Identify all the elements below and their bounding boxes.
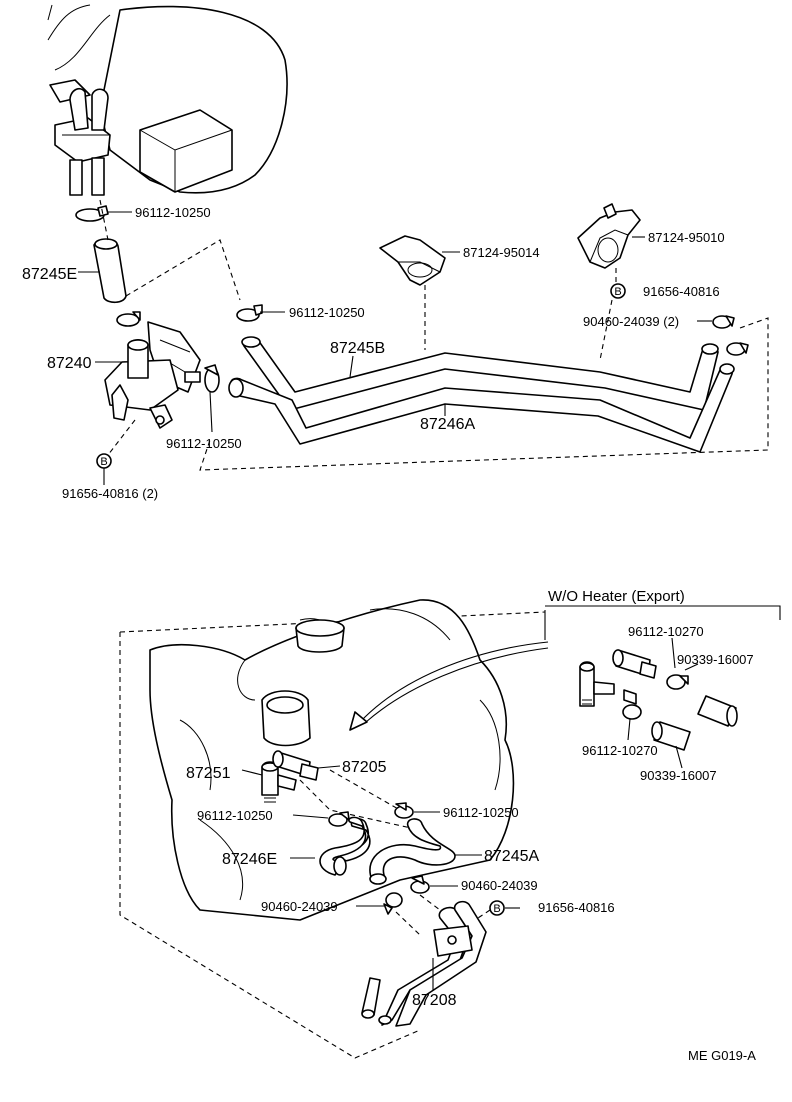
clamp-96112-10250-bottom-left [292, 811, 350, 827]
guide-dash-bolt-b-right [599, 299, 613, 361]
connector-87205 [272, 750, 341, 781]
clamp-96112-10250-mid [236, 304, 285, 322]
wo-heater-connector [612, 649, 657, 679]
hose-87245E [78, 238, 127, 304]
label-96112-10270-low: 96112-10270 [582, 743, 658, 758]
bolt-b-left: B [96, 453, 112, 485]
heater-valve-87240 [95, 321, 201, 429]
pipe-87246A [228, 363, 735, 453]
bracket-87124-95010 [577, 203, 645, 269]
svg-text:B: B [100, 456, 107, 468]
hose-90339-16007-top [684, 663, 738, 727]
engine-fragment-top [47, 4, 288, 196]
diagram-code: ME G019-A [688, 1048, 756, 1063]
clamp-90460-24039-pair [697, 315, 749, 356]
arrow-shaft [359, 641, 549, 723]
label-91656-40816-top: 91656-40816 [643, 284, 720, 299]
label-87205: 87205 [342, 759, 387, 776]
clamp-96112-10270-low [622, 689, 642, 741]
guide-dash-bolt-b-left [107, 419, 136, 456]
label-90339-16007-low: 90339-16007 [640, 768, 717, 783]
label-87246A: 87246A [420, 416, 475, 433]
label-87124-95010: 87124-95010 [648, 230, 725, 245]
label-96112-10250-low: 96112-10250 [166, 436, 242, 451]
label-87245E: 87245E [22, 266, 77, 283]
label-96112-10270-top: 96112-10270 [628, 624, 704, 639]
label-90339-16007-top: 90339-16007 [677, 652, 754, 667]
label-87245B: 87245B [330, 340, 385, 357]
clamp-96112-10250-top [75, 205, 132, 222]
bolt-b-bottom: B [489, 900, 520, 916]
label-87124-95014: 87124-95014 [463, 245, 540, 260]
clamp-96112-10270-top [666, 637, 689, 690]
bolt-b-right-top: B [610, 283, 626, 299]
fitting-87251 [241, 761, 297, 803]
guide-dash-bottom-frame [119, 611, 546, 1059]
label-87208: 87208 [412, 992, 457, 1009]
guide-dash-right-frame [199, 317, 769, 471]
label-87251: 87251 [186, 765, 231, 782]
hose-87246E [290, 816, 371, 876]
label-91656-40816-2: 91656-40816 (2) [62, 486, 158, 501]
arrow-head [349, 711, 368, 731]
guide-dash-87208 [395, 894, 441, 936]
wo-heater-pipe-fitting [579, 661, 615, 707]
label-90460-24039-2: 90460-24039 (2) [583, 314, 679, 329]
label-87245A: 87245A [484, 848, 539, 865]
clamp-87240-upper [116, 311, 141, 327]
hose-87245A [369, 818, 482, 885]
label-96112-10250-top: 96112-10250 [135, 205, 211, 220]
bracket-87124-95014 [379, 235, 460, 286]
svg-text:B: B [614, 286, 621, 298]
label-wo-heater-export: W/O Heater (Export) [548, 588, 685, 605]
label-96112-10250-bottom-left: 96112-10250 [197, 808, 273, 823]
clamp-90460-24039-right [410, 875, 458, 894]
guide-dash-clamps-bottom [299, 769, 421, 831]
label-91656-40816-bottom: 91656-40816 [538, 900, 615, 915]
wo-heater-box [544, 605, 781, 640]
svg-text:B: B [493, 903, 500, 915]
label-87240: 87240 [47, 355, 92, 372]
pipe-87208 [361, 900, 487, 1027]
label-96112-10250-bottom-right: 96112-10250 [443, 805, 519, 820]
arrow-shaft-2 [365, 647, 549, 723]
hose-90339-16007-low [651, 721, 691, 769]
guide-dash-top-left [99, 199, 241, 301]
clamp-96112-10250-bottom-right [394, 802, 440, 819]
label-87246E: 87246E [222, 851, 277, 868]
label-90460-24039-left: 90460-24039 [261, 899, 338, 914]
label-96112-10250-mid: 96112-10250 [289, 305, 365, 320]
clamp-96112-10250-low [204, 364, 220, 433]
label-90460-24039-right: 90460-24039 [461, 878, 538, 893]
clamp-90460-24039-left [356, 892, 403, 915]
